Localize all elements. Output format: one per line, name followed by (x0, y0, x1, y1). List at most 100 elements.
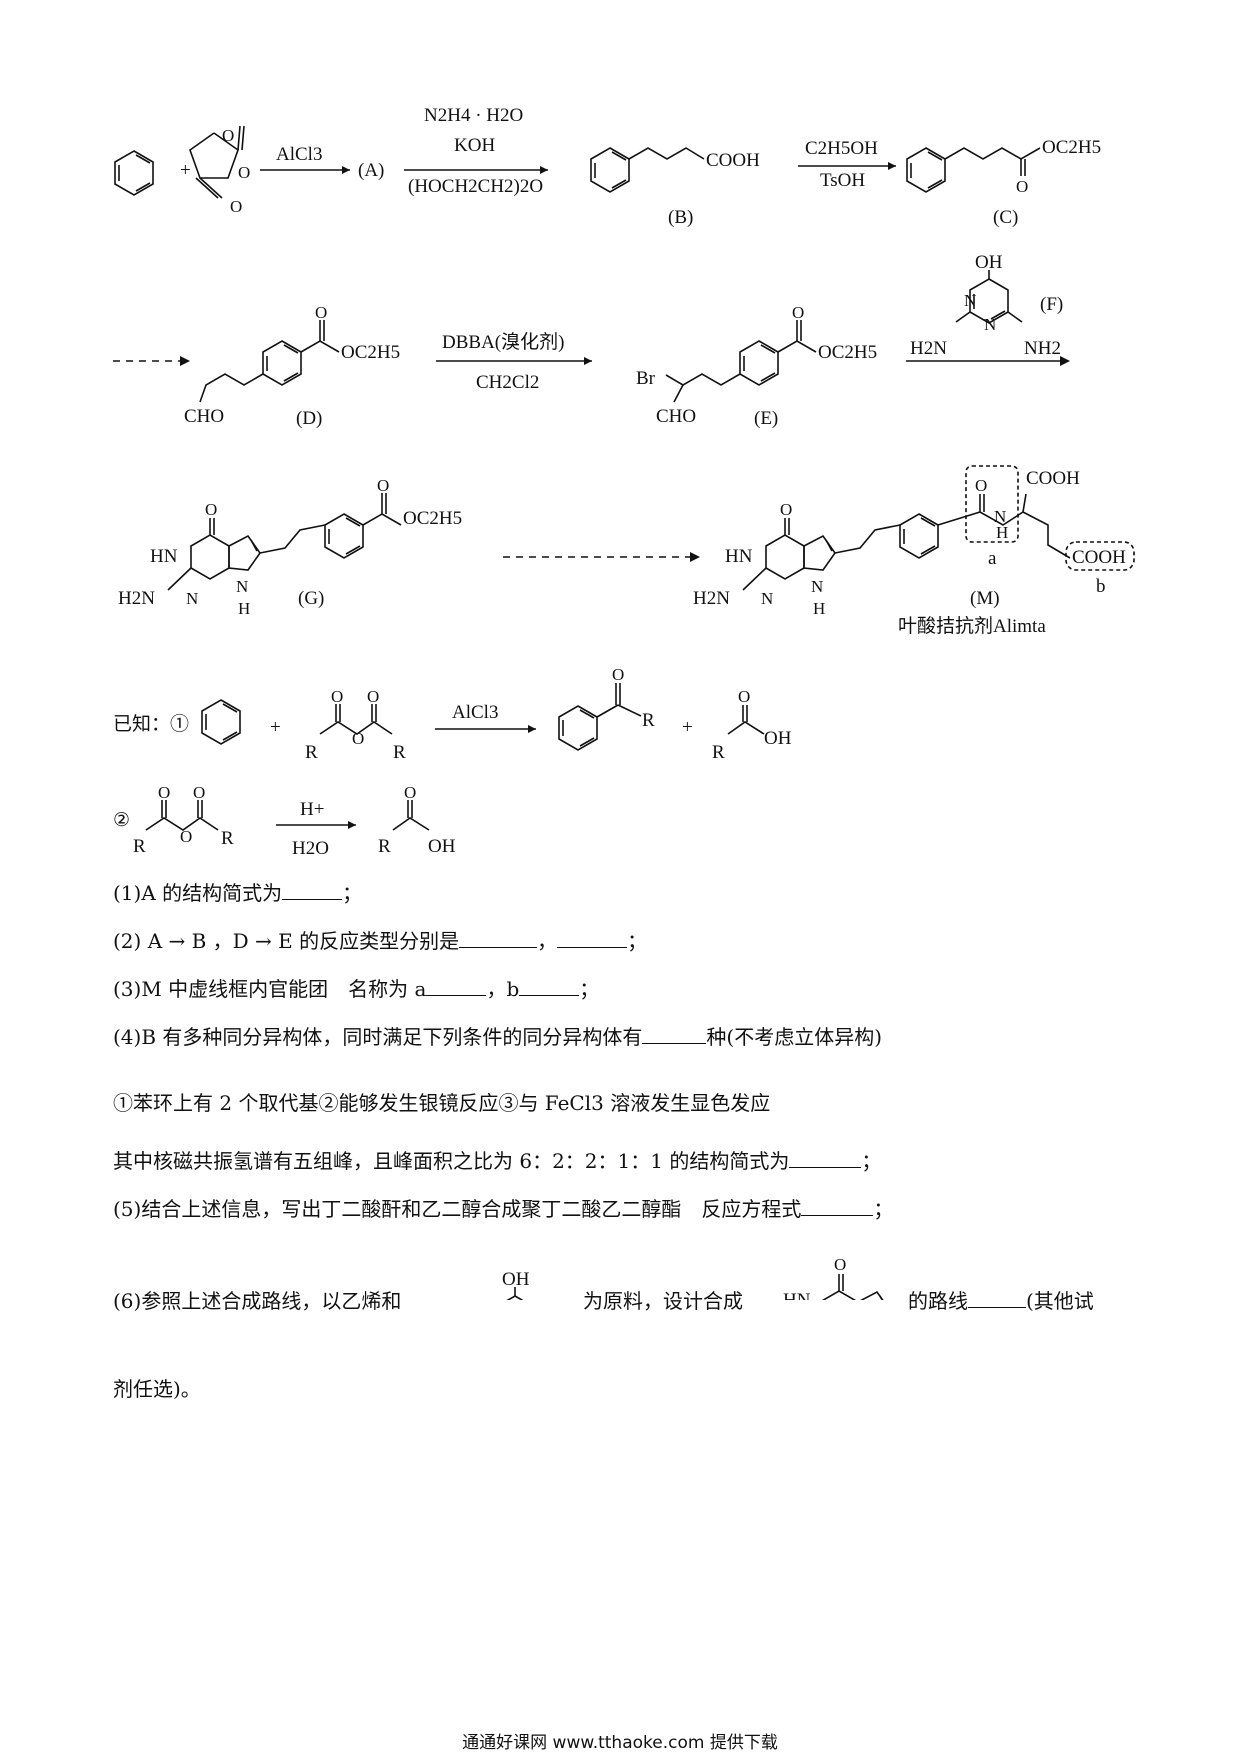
label-D: (D) (296, 408, 322, 429)
answer-blank-4-nmr[interactable] (789, 1149, 862, 1168)
question-4-nmr-end: ； (861, 1149, 882, 1173)
D-cho: CHO (184, 406, 224, 427)
B-cooh: COOH (706, 150, 760, 171)
reagent-ethanol: C2H5OH (805, 138, 878, 159)
reagent-ch2cl2: CH2Cl2 (476, 372, 539, 393)
q6-target-structure (821, 1274, 884, 1300)
question-6c-text: 的路线 (908, 1289, 968, 1313)
benzene-reactant (114, 150, 154, 196)
M-nh-n: N (811, 577, 823, 596)
F-oh: OH (975, 252, 1003, 273)
D-carbonyl-o: O (315, 303, 327, 322)
question-4-nmr: 其中核磁共振氢谱有五组峰，且峰面积之比为 6：2：2：1：1 的结构简式为 ； (113, 1148, 881, 1174)
compound-B-structure (590, 147, 705, 193)
question-3: (3)M 中虚线框内官能团 名称为 a，b； (113, 976, 599, 1002)
label-M: (M) (970, 588, 1000, 609)
M-n-ring: N (761, 589, 773, 608)
known2-anhydride (145, 800, 219, 831)
label-E: (E) (754, 408, 778, 429)
label-G: (G) (298, 588, 324, 609)
G-nh-n: N (236, 577, 248, 596)
known1-plus-2: + (682, 717, 693, 738)
answer-blank-5[interactable] (801, 1197, 874, 1216)
dashed-box-b (1065, 541, 1135, 571)
known1-bridge-o: O (352, 729, 364, 748)
answer-blank-4[interactable] (642, 1025, 707, 1044)
M-alpha-cooh: COOH (1026, 468, 1080, 489)
known1-acid-o: O (738, 687, 750, 706)
known2-acid (392, 800, 430, 831)
E-br: Br (636, 368, 656, 389)
label-A: (A) (358, 160, 384, 181)
question-4-end: 种(不考虑立体异构) (706, 1025, 882, 1049)
M-carbonyl-o: O (780, 500, 792, 519)
compound-C-structure (906, 147, 1041, 193)
question-3-mid: ，b (486, 977, 520, 1001)
compound-G-structure (167, 493, 402, 591)
answer-blank-2a[interactable] (459, 929, 538, 948)
F-n-left: N (964, 291, 976, 310)
known2-bridge-o: O (180, 827, 192, 846)
known1-o-right: O (367, 687, 379, 706)
question-6b: 为原料，设计合成 (583, 1289, 743, 1313)
G-h2n: H2N (118, 588, 155, 609)
question-6e: 剂任选)。 (113, 1377, 201, 1401)
page-footer: 通通好课网 www.tthaoke.com 提供下载 (462, 1733, 778, 1753)
label-B: (B) (668, 207, 693, 228)
known1-r-left: R (305, 742, 318, 763)
known2-acid-oh: OH (428, 836, 456, 857)
known1-o-left: O (331, 687, 343, 706)
E-cho: CHO (656, 406, 696, 427)
known2-acid-r: R (378, 836, 391, 857)
label-C: (C) (993, 207, 1018, 228)
question-1-end: ； (342, 881, 363, 905)
q6-pyrimidine-oh: OH (502, 1269, 530, 1290)
known1-ketone-r: R (642, 710, 655, 731)
F-n-bottom: N (984, 315, 996, 334)
M-amide-o: O (975, 476, 987, 495)
question-4-conditions: ①苯环上有 2 个取代基②能够发生银镜反应③与 FeCl3 溶液发生显色发应 (113, 1091, 771, 1115)
question-2-text: (2) A → B ，D → E 的反应类型分别是 (113, 929, 460, 953)
known1-ketone (558, 683, 642, 751)
answer-blank-3b[interactable] (519, 977, 580, 996)
M-h2n: H2N (693, 588, 730, 609)
compound-E-structure (665, 320, 817, 403)
question-5-text: (5)结合上述信息，写出丁二酸酐和乙二醇合成聚丁二酸乙二醇酯 反应方程式 (113, 1197, 802, 1221)
question-4-text: (4)B 有多种同分异构体，同时满足下列条件的同分异构体有 (113, 1025, 643, 1049)
D-oc2h5: OC2H5 (341, 342, 400, 363)
q6-target-hn: HN (783, 1290, 811, 1300)
known1-acid-oh: OH (764, 728, 792, 749)
question-1: (1)A 的结构简式为 ； (113, 880, 362, 906)
reagent-water: H2O (292, 838, 329, 859)
reagent-alcl3-2: AlCl3 (452, 702, 498, 723)
question-2-end: ； (627, 929, 648, 953)
question-4-nmr-text: 其中核磁共振氢谱有五组峰，且峰面积之比为 6：2：2：1：1 的结构简式为 (113, 1149, 790, 1173)
F-nh2: NH2 (1024, 338, 1061, 359)
answer-blank-2b[interactable] (557, 929, 628, 948)
q6-target-o: O (834, 1255, 846, 1274)
succinic-anhydride (189, 125, 245, 199)
answer-blank-3a[interactable] (426, 977, 487, 996)
known1-plus-1: + (270, 717, 281, 738)
question-1-text: (1)A 的结构简式为 (113, 881, 283, 905)
known1-acid (727, 705, 765, 735)
question-6c: 的路线 (其他试 (908, 1288, 1094, 1314)
question-6d-text: (其他试 (1026, 1289, 1094, 1313)
answer-blank-1[interactable] (282, 881, 343, 900)
compound-F-structure (955, 270, 1023, 324)
M-hn: HN (725, 546, 753, 567)
known-prefix: 已知：① (113, 713, 189, 735)
E-carbonyl-o: O (792, 303, 804, 322)
question-3-text: (3)M 中虚线框内官能团 名称为 a (113, 977, 427, 1001)
reaction-scheme: + O O O AlCl3 (A) N2H4 · H2O KOH (HOCH2C… (113, 105, 1135, 1300)
answer-blank-6[interactable] (968, 1289, 1026, 1308)
known2-o-left: O (158, 783, 170, 802)
question-4: (4)B 有多种同分异构体，同时满足下列条件的同分异构体有 种(不考虑立体异构) (113, 1024, 882, 1050)
question-5: (5)结合上述信息，写出丁二酸酐和乙二醇合成聚丁二酸乙二醇酯 反应方程式； (113, 1196, 893, 1222)
label-box-b: b (1096, 576, 1106, 597)
F-h2n: H2N (910, 338, 947, 359)
label-F: (F) (1040, 294, 1063, 315)
known2-prefix: ② (113, 810, 130, 831)
known1-benzene (201, 699, 241, 745)
E-oc2h5: OC2H5 (818, 342, 877, 363)
